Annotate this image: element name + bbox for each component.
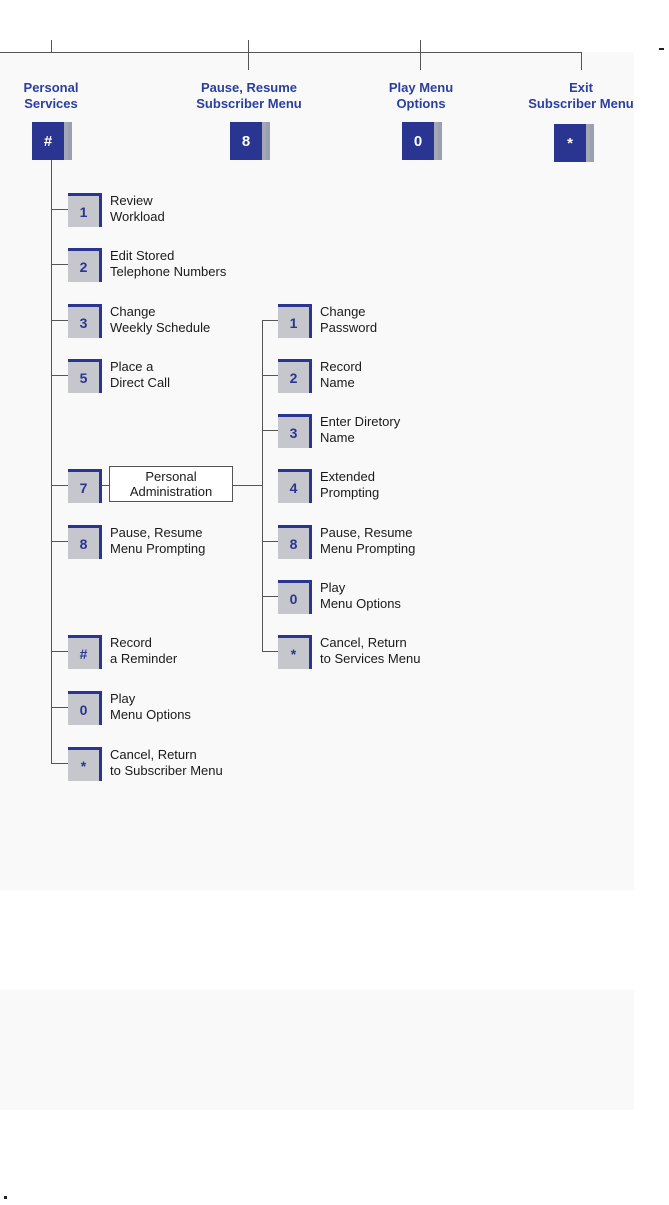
admin-branch: [262, 596, 278, 597]
branch: [51, 320, 68, 321]
admin-trunk: [262, 320, 263, 652]
ps-label-pause-resume: Pause, Resume Menu Prompting: [110, 525, 206, 556]
branch: [51, 763, 68, 764]
ps-key-pound[interactable]: #: [68, 635, 102, 669]
top-branch-2: [248, 40, 249, 70]
pa-key-8[interactable]: 8: [278, 525, 312, 559]
ps-key-0[interactable]: 0: [68, 691, 102, 725]
ps-label-record-reminder: Record a Reminder: [110, 635, 178, 666]
pa-label-extended-prompting: Extended Prompting: [320, 469, 380, 500]
admin-branch: [262, 541, 278, 542]
ps-key-5[interactable]: 5: [68, 359, 102, 393]
pa-label-record-name: Record Name: [320, 359, 362, 390]
ps-key-7[interactable]: 7: [68, 469, 102, 503]
pa-label-directory-name: Enter Diretory Name: [320, 414, 401, 445]
pa-key-2[interactable]: 2: [278, 359, 312, 393]
key-0[interactable]: 0: [402, 122, 438, 160]
branch: [51, 209, 68, 210]
ps-key-1[interactable]: 1: [68, 193, 102, 227]
top-label-pause-resume: Pause, Resume Subscriber Menu: [196, 80, 302, 111]
personal-administration-box: Personal Administration: [109, 466, 233, 502]
services-trunk: [51, 160, 52, 764]
key-star[interactable]: *: [554, 124, 590, 162]
admin-branch: [262, 375, 278, 376]
top-connector: [0, 52, 582, 53]
pa-key-star[interactable]: *: [278, 635, 312, 669]
branch: [51, 541, 68, 542]
ps-label-cancel-return: Cancel, Return to Subscriber Menu: [110, 747, 223, 778]
pa-key-3[interactable]: 3: [278, 414, 312, 448]
ps-label-review-workload: Review Workload: [110, 193, 165, 224]
ps-label-edit-numbers: Edit Stored Telephone Numbers: [110, 248, 227, 279]
lower-panel: [0, 990, 634, 1110]
diagram-panel: [0, 52, 634, 890]
top-label-play-menu: Play Menu Options: [388, 80, 454, 111]
ps-label-play-menu: Play Menu Options: [110, 691, 191, 722]
ps-key-star[interactable]: *: [68, 747, 102, 781]
ps-label-direct-call: Place a Direct Call: [110, 359, 170, 390]
top-branch-1: [51, 40, 52, 53]
pa-key-1[interactable]: 1: [278, 304, 312, 338]
admin-branch: [262, 320, 278, 321]
admin-branch: [262, 651, 278, 652]
ps-label-change-schedule: Change Weekly Schedule: [110, 304, 211, 335]
top-branch-4: [581, 52, 582, 70]
top-label-exit: Exit Subscriber Menu: [528, 80, 634, 111]
pa-key-0[interactable]: 0: [278, 580, 312, 614]
branch: [51, 375, 68, 376]
pa-label-play-menu: Play Menu Options: [320, 580, 401, 611]
corner-mark-bottom: [4, 1196, 7, 1199]
admin-connector-left: [102, 485, 109, 486]
corner-mark: [659, 48, 664, 50]
top-label-personal-services: Personal Services: [23, 80, 79, 111]
pa-key-4[interactable]: 4: [278, 469, 312, 503]
top-branch-3: [420, 40, 421, 70]
pa-label-pause-resume: Pause, Resume Menu Prompting: [320, 525, 416, 556]
admin-connector-right: [233, 485, 262, 486]
ps-key-8[interactable]: 8: [68, 525, 102, 559]
ps-key-3[interactable]: 3: [68, 304, 102, 338]
pa-label-cancel-return: Cancel, Return to Services Menu: [320, 635, 421, 666]
branch: [51, 651, 68, 652]
branch: [51, 707, 68, 708]
pa-label-change-password: Change Password: [320, 304, 378, 335]
key-pound[interactable]: #: [32, 122, 68, 160]
branch: [51, 264, 68, 265]
key-8[interactable]: 8: [230, 122, 266, 160]
ps-key-2[interactable]: 2: [68, 248, 102, 282]
branch: [51, 485, 68, 486]
admin-branch: [262, 430, 278, 431]
